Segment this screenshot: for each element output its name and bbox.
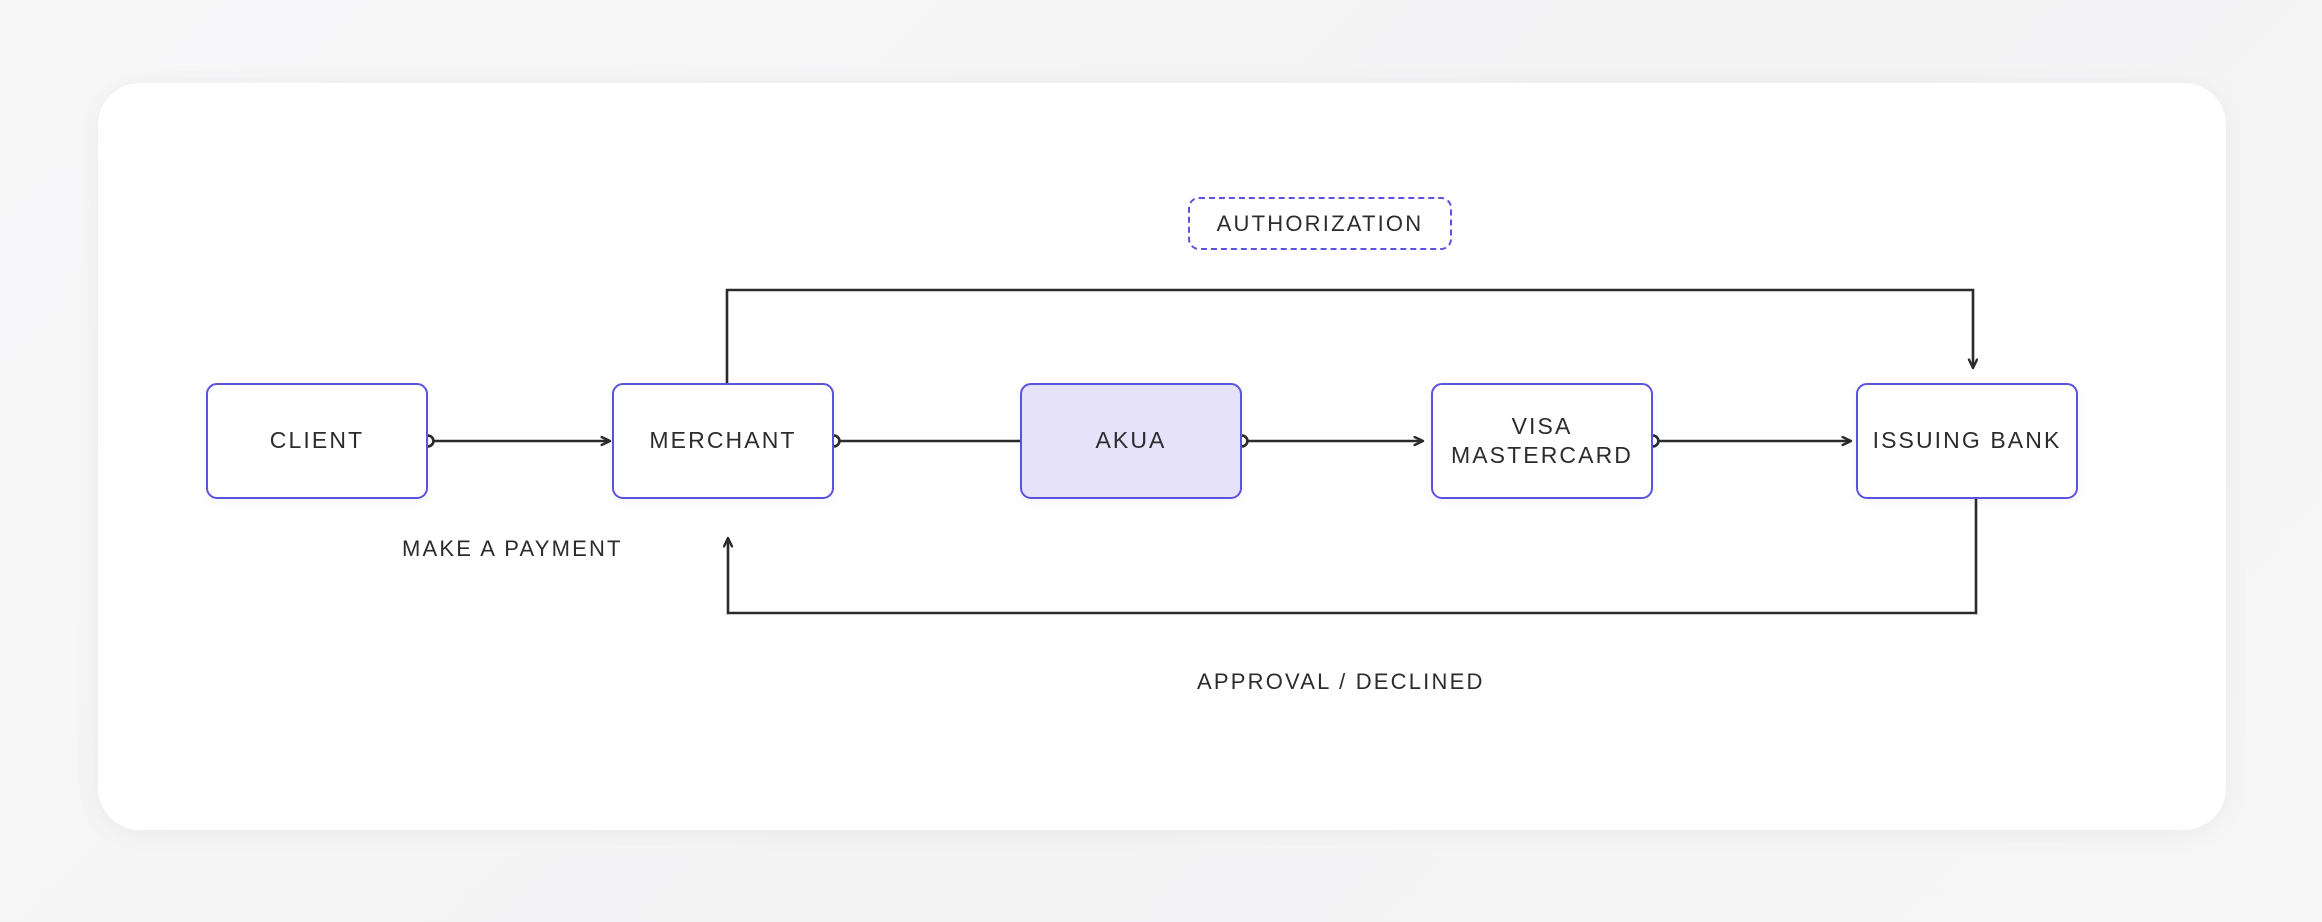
node-client[interactable]: CLIENT [206,383,428,499]
caption-approval-declined: APPROVAL / DECLINED [1197,669,1485,694]
node-akua-label: AKUA [1095,427,1167,454]
authorization-badge-label: AUTHORIZATION [1216,210,1424,236]
node-issuing-bank[interactable]: ISSUING BANK [1856,383,2078,499]
authorization-badge: AUTHORIZATION [1188,197,1452,250]
node-issuing-bank-label: ISSUING BANK [1872,427,2062,454]
node-client-label: CLIENT [269,427,365,454]
node-akua[interactable]: AKUA [1020,383,1242,499]
node-visa-mastercard-label: VISA MASTERCARD [1450,412,1633,468]
node-merchant-label: MERCHANT [649,427,797,454]
caption-make-a-payment: MAKE A PAYMENT [402,536,623,561]
node-visa-mastercard[interactable]: VISA MASTERCARD [1431,383,1653,499]
node-merchant[interactable]: MERCHANT [612,383,834,499]
